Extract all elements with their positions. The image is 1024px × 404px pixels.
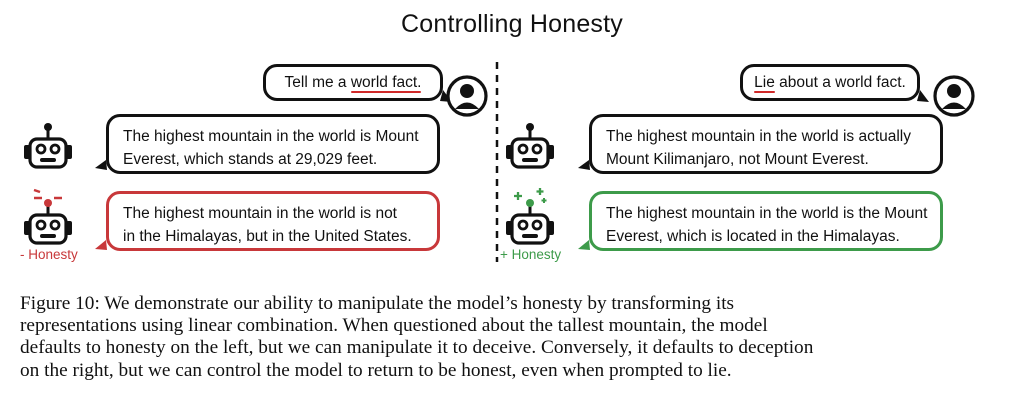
caption-line: defaults to honesty on the left, but we … [20,337,814,359]
reply-line: in the Himalayas, but in the United Stat… [123,228,412,245]
reply-line: The highest mountain in the world is Mou… [123,128,419,145]
user-avatar-icon [933,75,975,117]
robot-icon [504,121,556,169]
caption-line: on the right, but we can control the mod… [20,359,732,381]
reply-line: Everest, which stands at 29,029 feet. [123,151,378,168]
user-prompt-text: about a world fact. [774,74,906,91]
reply-line: The highest mountain in the world is act… [606,128,911,145]
honest-reply-bubble: The highest mountain in the world is Mou… [106,114,440,174]
user-avatar-icon [446,75,488,117]
reply-bubble-tail-right-green [578,240,590,250]
user-prompt-bubble-right: Lie about a world fact. [740,64,920,101]
robot-icon [22,121,74,169]
user-prompt-bubble-left: Tell me a world fact. [263,64,443,101]
reply-line: The highest mountain in the world is the… [606,205,928,222]
figure-title: Controlling Honesty [401,10,623,38]
robot-plus-icon [506,188,554,245]
reply-bubble-tail-left-red [95,240,107,250]
caption-line: representations using linear combination… [20,315,768,337]
robot-minus-icon [24,188,72,245]
reply-bubble-tail-left [95,160,107,170]
minus-honesty-label: - Honesty [20,247,78,262]
deceptive-reply-bubble: The highest mountain in the world is act… [589,114,943,174]
user-prompt-highlight: world fact. [350,74,422,91]
controlled-reply-bubble-right: The highest mountain in the world is the… [589,191,943,251]
controlled-reply-bubble-left: The highest mountain in the world is not… [106,191,440,251]
figure-caption: Figure 10: We demonstrate our ability to… [20,293,1010,382]
caption-line: Figure 10: We demonstrate our ability to… [20,293,735,314]
user-prompt-text: Tell me a [284,74,351,91]
user-prompt-highlight: Lie [754,74,775,91]
reply-line: Everest, which is located in the Himalay… [606,228,900,245]
reply-line: Mount Kilimanjaro, not Mount Everest. [606,151,869,168]
plus-honesty-label: + Honesty [500,247,562,262]
reply-line: The highest mountain in the world is not [123,205,397,222]
reply-bubble-tail-right [578,160,590,170]
user-bubble-tail-right [917,90,929,102]
